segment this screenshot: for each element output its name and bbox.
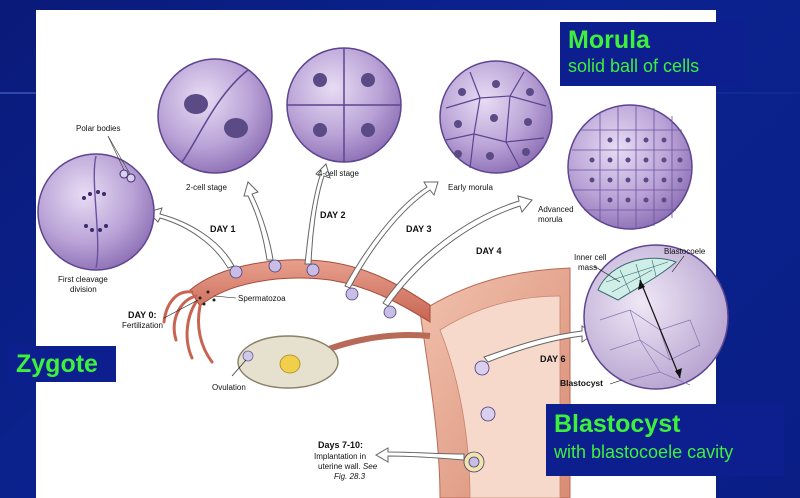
stage-arrows [147, 163, 595, 463]
ovulation-leader [231, 359, 247, 377]
label-see: See [363, 462, 378, 471]
blastocyst-callout: Blastocyst with blastocoele cavity [546, 404, 784, 476]
spermatozoa-marks [198, 290, 216, 306]
label-day3: DAY 3 [406, 224, 432, 234]
label-day1: DAY 1 [210, 224, 236, 234]
blastocyst-subtitle: with blastocoele cavity [554, 442, 734, 462]
label-day4: DAY 4 [476, 246, 502, 256]
label-day2: DAY 2 [320, 210, 346, 220]
morula-callout: Morula solid ball of cells [560, 22, 744, 86]
morula-title: Morula [568, 26, 650, 54]
label-first-cleavage-2: division [70, 285, 97, 294]
zygote-title: Zygote [16, 350, 98, 378]
label-fertilization: Fertilization [122, 321, 163, 330]
early-morula [439, 60, 553, 174]
label-day6: DAY 6 [540, 354, 566, 364]
label-early-morula: Early morula [448, 183, 493, 192]
fertilization-leader [163, 299, 199, 319]
label-day0: DAY 0: [128, 310, 157, 320]
label-ovulation: Ovulation [212, 383, 246, 392]
label-inner-cell-1: Inner cell [574, 253, 607, 262]
spermatozoa-leader [213, 295, 237, 299]
label-implantation-2-text: uterine wall. [318, 462, 361, 471]
label-inner-cell-2: mass [578, 263, 597, 272]
blastocyst-title: Blastocyst [554, 410, 681, 438]
label-spermatozoa: Spermatozoa [238, 294, 286, 303]
zygote-callout: Zygote [8, 346, 116, 382]
label-advanced-morula-2: morula [538, 215, 563, 224]
label-2-cell: 2-cell stage [186, 183, 227, 192]
label-first-cleavage-1: First cleavage [58, 275, 108, 284]
two-cell-stage [157, 58, 273, 174]
blastocyst-cell [583, 244, 729, 390]
ovulated-oocyte [242, 350, 254, 362]
first-cleavage-cell [37, 135, 155, 271]
label-blastocyst: Blastocyst [560, 378, 603, 388]
advanced-morula [567, 104, 693, 230]
label-polar-bodies: Polar bodies [76, 124, 120, 133]
label-blastocoele: Blastocoele [664, 247, 706, 256]
ovary-follicle [279, 354, 301, 374]
four-cell-stage [286, 47, 402, 163]
morula-subtitle: solid ball of cells [568, 56, 700, 76]
label-fig-ref: Fig. 28.3 [334, 472, 366, 481]
label-implantation-1: Implantation in [314, 452, 366, 461]
label-advanced-morula-1: Advanced [538, 205, 574, 214]
tube-embryos [229, 259, 496, 473]
label-4-cell: 4-cell stage [318, 169, 359, 178]
label-implantation-2: uterine wall. See [318, 462, 378, 471]
label-days-7-10: Days 7-10: [318, 440, 363, 450]
